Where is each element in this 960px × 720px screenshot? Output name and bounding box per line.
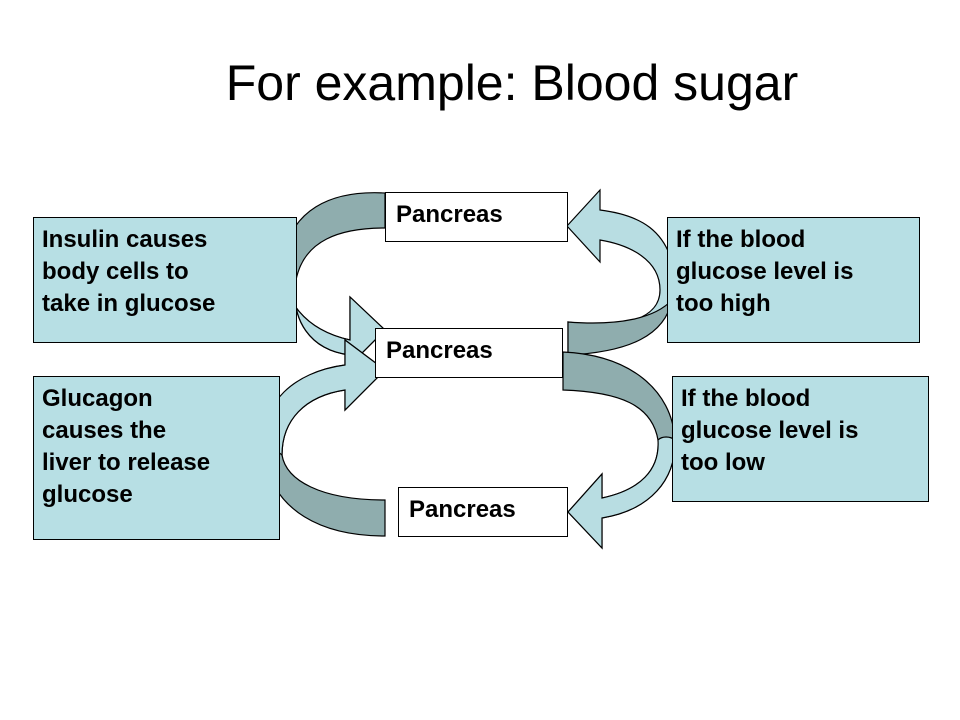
glucagon-box: Glucagon causes the liver to release glu… [33, 376, 280, 540]
curved-arrow-insulin-front-icon [281, 260, 386, 367]
too-low-box: If the blood glucose level is too low [672, 376, 929, 502]
curved-arrow-low-front-icon [567, 436, 676, 550]
too-high-box: If the blood glucose level is too high [667, 217, 920, 343]
pancreas-box-middle: Pancreas [375, 328, 563, 378]
pancreas-box-top: Pancreas [385, 192, 568, 242]
curved-arrow-glucagon-front-icon [264, 338, 386, 457]
page-title: For example: Blood sugar [225, 55, 799, 111]
pancreas-box-bottom: Pancreas [398, 487, 568, 537]
insulin-box: Insulin causes body cells to take in glu… [33, 217, 297, 343]
